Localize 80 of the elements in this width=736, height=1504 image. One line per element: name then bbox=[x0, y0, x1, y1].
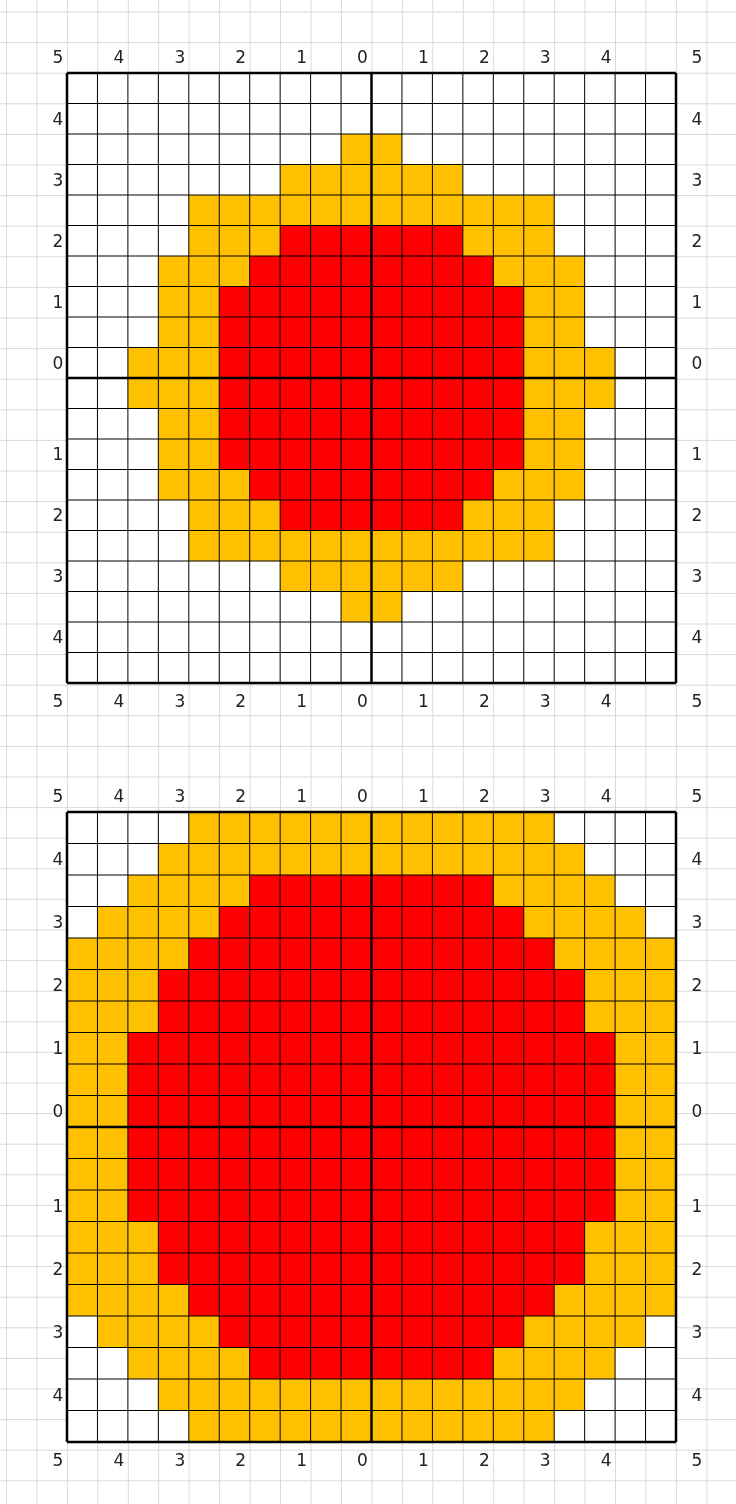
axis-number: 2 bbox=[51, 505, 65, 526]
axis-number: 3 bbox=[51, 169, 65, 190]
axis-number: 1 bbox=[295, 47, 308, 67]
axis-number: 5 bbox=[690, 786, 704, 806]
axis-number: 5 bbox=[51, 1450, 65, 1470]
axis-number: 3 bbox=[173, 1450, 187, 1470]
axis-number: 1 bbox=[690, 1195, 704, 1216]
axis-number: 4 bbox=[690, 627, 704, 648]
axis-number: 3 bbox=[173, 47, 187, 67]
axis-number: 1 bbox=[416, 786, 430, 806]
axis-number: 4 bbox=[51, 108, 65, 129]
axis-number: 3 bbox=[51, 566, 65, 587]
axis-number: 0 bbox=[51, 352, 65, 373]
axis-number: 1 bbox=[295, 691, 308, 711]
axis-number: 4 bbox=[51, 627, 65, 648]
axis-number: 4 bbox=[51, 849, 65, 870]
axis-number: 2 bbox=[234, 691, 248, 711]
axis-number: 2 bbox=[690, 975, 704, 996]
axis-number: 3 bbox=[51, 1321, 65, 1342]
axis-number: 4 bbox=[51, 1384, 65, 1405]
axis-number: 1 bbox=[416, 1450, 430, 1470]
axis-number: 5 bbox=[51, 691, 65, 711]
axis-number: 1 bbox=[51, 1038, 65, 1059]
axis-number: 4 bbox=[112, 691, 126, 711]
axis-number: 3 bbox=[690, 566, 704, 587]
axis-number: 2 bbox=[477, 1450, 491, 1470]
axis-number: 3 bbox=[690, 169, 704, 190]
axis-number: 2 bbox=[477, 786, 491, 806]
axis-number: 5 bbox=[51, 786, 65, 806]
axis-number: 0 bbox=[356, 786, 369, 806]
axis-number: 0 bbox=[356, 691, 369, 711]
axis-number: 2 bbox=[234, 1450, 248, 1470]
axis-number: 1 bbox=[51, 444, 65, 465]
axis-number: 4 bbox=[690, 1384, 704, 1405]
axis-number: 1 bbox=[51, 1195, 65, 1216]
axis-number: 2 bbox=[51, 230, 65, 251]
axis-number: 2 bbox=[690, 1258, 704, 1279]
axis-number: 1 bbox=[690, 291, 704, 312]
axis-number: 2 bbox=[51, 1258, 65, 1279]
axis-number: 4 bbox=[599, 691, 613, 711]
axis-number: 1 bbox=[690, 444, 704, 465]
axis-number: 5 bbox=[690, 1450, 704, 1470]
axis-number: 1 bbox=[51, 291, 65, 312]
axis-number: 3 bbox=[690, 1321, 704, 1342]
axis-number: 3 bbox=[173, 786, 187, 806]
axis-number: 2 bbox=[234, 47, 248, 67]
axis-number: 0 bbox=[51, 1101, 65, 1122]
axis-number: 4 bbox=[690, 108, 704, 129]
axis-number: 0 bbox=[690, 352, 704, 373]
axis-number: 5 bbox=[690, 47, 704, 67]
axis-number: 2 bbox=[477, 691, 491, 711]
axis-number: 2 bbox=[234, 786, 248, 806]
axis-number: 4 bbox=[599, 1450, 613, 1470]
axis-number: 3 bbox=[538, 786, 552, 806]
axis-number: 4 bbox=[599, 786, 613, 806]
axis-number: 3 bbox=[538, 1450, 552, 1470]
axis-number: 4 bbox=[599, 47, 613, 67]
axis-number: 4 bbox=[112, 786, 126, 806]
axis-number: 3 bbox=[173, 691, 187, 711]
axis-number: 1 bbox=[690, 1038, 704, 1059]
axis-number: 5 bbox=[51, 47, 65, 67]
axis-number: 4 bbox=[112, 47, 126, 67]
axis-number: 3 bbox=[51, 912, 65, 933]
axis-number: 2 bbox=[477, 47, 491, 67]
axis-number: 0 bbox=[356, 1450, 369, 1470]
axis-number: 2 bbox=[51, 975, 65, 996]
axis-number: 4 bbox=[112, 1450, 126, 1470]
axis-number: 3 bbox=[690, 912, 704, 933]
axis-number: 2 bbox=[690, 230, 704, 251]
axis-number: 0 bbox=[356, 47, 369, 67]
axis-number: 3 bbox=[538, 691, 552, 711]
axis-number: 2 bbox=[690, 505, 704, 526]
axis-number: 1 bbox=[295, 786, 308, 806]
axis-number: 5 bbox=[690, 691, 704, 711]
axis-number: 1 bbox=[416, 691, 430, 711]
axis-number: 4 bbox=[690, 849, 704, 870]
axis-number: 0 bbox=[690, 1101, 704, 1122]
axis-number: 1 bbox=[295, 1450, 308, 1470]
axis-number: 3 bbox=[538, 47, 552, 67]
axis-number: 1 bbox=[416, 47, 430, 67]
